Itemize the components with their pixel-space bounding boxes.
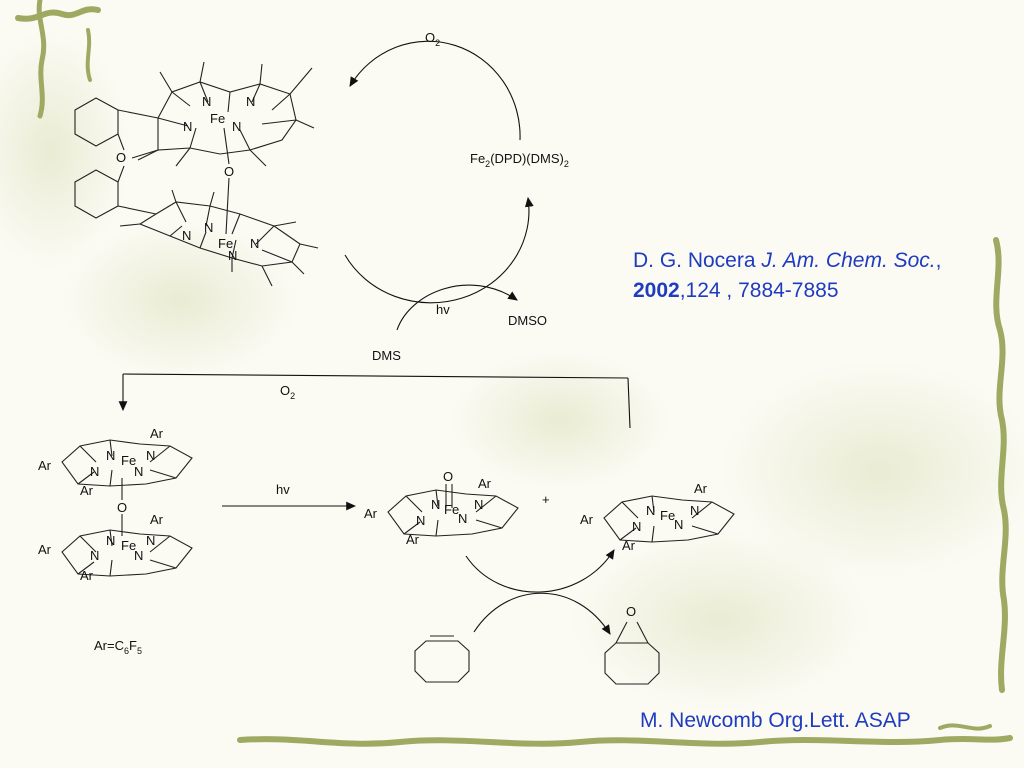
bg-leaf-blot: [0, 30, 130, 270]
atom-n: N: [474, 497, 483, 512]
atom-ar: Ar: [622, 538, 636, 553]
atom-n: N: [106, 448, 115, 463]
atom-ar: Ar: [38, 542, 52, 557]
ar-definition: Ar=C6F5: [94, 638, 142, 656]
return-path: [118, 373, 631, 429]
product-atom-labels: Ar N Fe N Ar N N Ar: [580, 481, 708, 553]
cycle-arc-bottom: [344, 196, 534, 304]
bg-leaf-blot: [720, 360, 1024, 580]
atom-n: N: [146, 448, 155, 463]
atom-n: N: [183, 119, 192, 134]
scheme-o2-label: O2: [280, 383, 295, 401]
dimer-porphyrin-upper: [61, 439, 193, 487]
atom-ar: Ar: [406, 532, 420, 547]
atom-n: N: [646, 503, 655, 518]
ref1-journal: J. Am. Chem. Soc.: [761, 249, 936, 272]
oxo-iron-porphyrin: [387, 484, 519, 537]
cycle-arc-top: [349, 40, 521, 141]
fe-o-bond-lower: [225, 177, 230, 235]
catalyst-formula: Fe2(DPD)(DMS)2: [470, 151, 569, 169]
cyclooctene-oxide: [604, 621, 660, 685]
atom-n: N: [250, 236, 259, 251]
bg-leaf-blot: [450, 350, 670, 490]
bg-leaf-blot: [60, 220, 300, 380]
atom-ar: Ar: [38, 458, 52, 473]
bg-leaf-blot: [570, 530, 870, 710]
atom-ar: Ar: [150, 426, 164, 441]
atom-n: N: [182, 228, 191, 243]
catalytic-cycle: O2 Fe2(DPD)(DMS)2 hv DMSO DMS: [344, 30, 569, 363]
atom-n: N: [134, 548, 143, 563]
cycle-hv-label: hv: [436, 302, 450, 317]
cycle-o2-label: O2: [425, 30, 440, 48]
atom-n: N: [134, 464, 143, 479]
atom-ar: Ar: [150, 512, 164, 527]
dms-to-dmso-arrow: [396, 284, 518, 331]
scheme-hv-label: hv: [276, 482, 290, 497]
substrate-dms: DMS: [372, 348, 401, 363]
atom-n: N: [106, 533, 115, 548]
atom-n: N: [146, 533, 155, 548]
atom-n: N: [246, 94, 255, 109]
atom-ar: Ar: [580, 512, 594, 527]
pacman-atom-labels: N N Fe N N O O N N Fe N N: [116, 94, 259, 263]
atom-n: N: [431, 497, 440, 512]
atom-n: N: [228, 248, 237, 263]
atom-n: N: [416, 513, 425, 528]
atom-n: N: [90, 464, 99, 479]
atom-n: N: [204, 220, 213, 235]
atom-o-oxo: O: [443, 469, 453, 484]
atom-o-bridge: O: [117, 500, 127, 515]
product-dmso: DMSO: [508, 313, 547, 328]
atom-fe: Fe: [444, 502, 459, 517]
oxo-atom-labels: O Ar N Fe N Ar N N Ar: [364, 469, 492, 547]
ref1-volume-pages: ,124 , 7884-7885: [679, 279, 839, 302]
atom-fe: Fe: [121, 538, 136, 553]
atom-n: N: [90, 548, 99, 563]
atom-n: N: [202, 94, 211, 109]
atom-ar: Ar: [478, 476, 492, 491]
dimer-atom-labels: Ar N Fe N Ar N N Ar O Ar N Fe N Ar N N A…: [38, 426, 164, 583]
reference-nocera: D. G. Nocera J. Am. Chem. Soc., 2002,124…: [633, 246, 973, 306]
atom-n: N: [690, 503, 699, 518]
atom-ar: Ar: [694, 481, 708, 496]
ref1-separator: ,: [935, 249, 942, 272]
atom-ar: Ar: [80, 568, 94, 583]
ref1-year: 2002: [633, 279, 680, 302]
atom-n: N: [458, 511, 467, 526]
pacman-diporphyrin-structure: [74, 61, 319, 287]
epoxide-oxygen: O: [626, 604, 636, 619]
atom-fe: Fe: [660, 508, 675, 523]
epoxidation-arc: [473, 592, 611, 635]
dimer-porphyrin-lower: [61, 529, 193, 577]
mu-oxo-dimer: [61, 439, 193, 577]
atom-n: N: [232, 119, 241, 134]
vine-decoration: [15, 0, 1013, 747]
cyclooctene: [414, 635, 470, 683]
ref1-author: D. G. Nocera: [633, 249, 762, 272]
oxygen-transfer-arc: [465, 549, 615, 593]
atom-fe: Fe: [210, 111, 225, 126]
atom-o-bridge: O: [224, 164, 234, 179]
atom-n: N: [632, 519, 641, 534]
reference-newcomb: M. Newcomb Org.Lett. ASAP: [640, 709, 911, 732]
atom-fe: Fe: [218, 236, 233, 251]
atom-ar: Ar: [80, 483, 94, 498]
atom-o: O: [116, 150, 126, 165]
plus-sign: +: [542, 492, 550, 507]
atom-fe: Fe: [121, 453, 136, 468]
atom-n: N: [674, 517, 683, 532]
atom-ar: Ar: [364, 506, 378, 521]
fe-o-bond-upper: [223, 127, 230, 165]
iron-porphyrin-product: [603, 495, 735, 543]
